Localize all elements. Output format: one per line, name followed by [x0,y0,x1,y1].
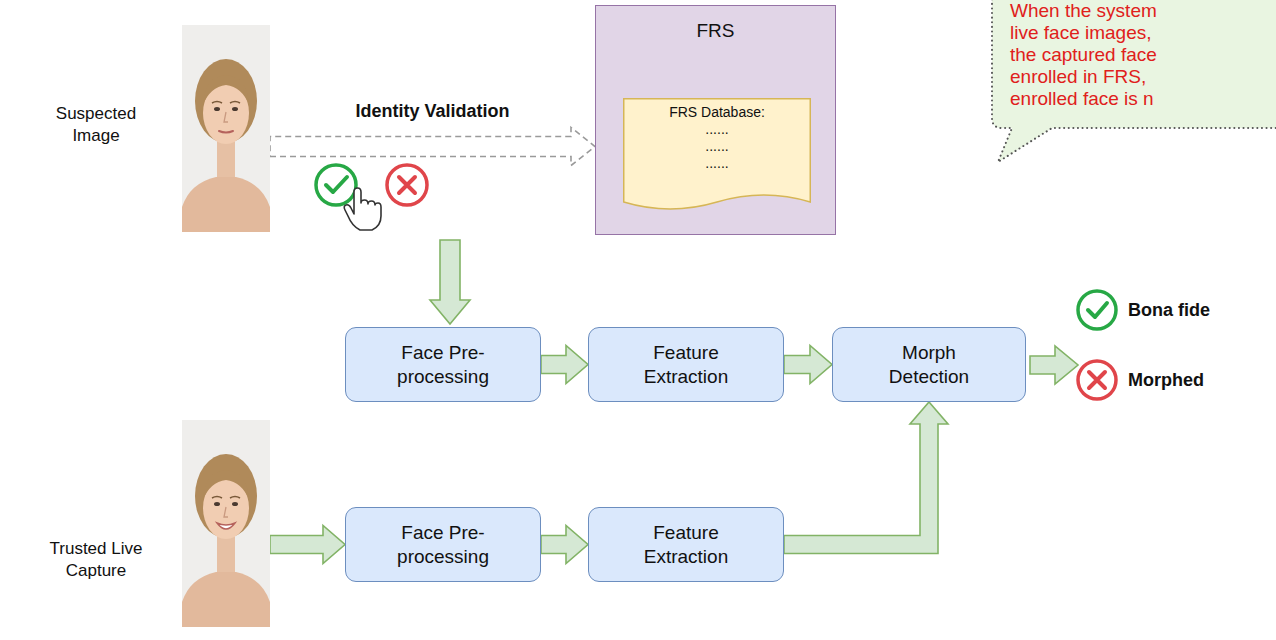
face-photo: Suspected Image [40,25,270,232]
photo-ground [182,420,270,627]
node-title: Face Pre-processing [397,341,489,387]
cross-mark [399,177,415,193]
edge-label: Identity Validation [355,100,509,121]
valid-icon [316,165,356,205]
document-outline [624,99,811,209]
face-eye [214,502,220,506]
process-box: Face Pre-processing [345,327,541,402]
face-shoulders [182,572,270,627]
face-nose [224,507,228,517]
face-eye [214,107,220,111]
face-eye [232,107,238,111]
flow-arrow [784,402,948,554]
node-title: Feature Extraction [644,521,728,567]
node-text: ...... [623,138,811,155]
cross-circle [387,165,427,205]
bona-fide-icon [1078,291,1116,329]
node-title: Suspected Image [40,103,152,147]
node-text: enrolled in FRS, [990,66,1276,88]
flow-arrow [1030,346,1078,384]
node-title: Morph Detection [889,341,969,387]
process-box: Feature Extraction [588,327,784,402]
node-title: Trusted Live Capture [40,538,152,582]
face-fringe [203,470,249,500]
node-text: live face images, [990,22,1276,44]
outcome-label: Morphed [1128,370,1204,391]
callout-bubble: When the systemlive face images,the capt… [990,0,1276,165]
node-title: Feature Extraction [644,341,728,387]
node-text: When the system [990,0,1276,22]
flow-arrow [430,240,470,324]
check-circle [1078,291,1116,329]
check-circle [316,165,356,205]
process-box: Face Pre-processing [345,507,541,582]
face-illustration [182,420,270,627]
database-document: FRS Database:.................. [623,98,811,216]
process-box: Feature Extraction [588,507,784,582]
invalid-icon [387,165,427,205]
face-photo: Trusted Live Capture [40,420,270,627]
node-title: Face Pre-processing [397,521,489,567]
node-text: ...... [623,155,811,172]
flow-arrow [541,526,588,564]
flow-arrow [270,526,345,564]
face-mouth [217,523,235,529]
face-hair [195,59,257,143]
photo-ground [182,25,270,232]
node-title: FRS [596,6,835,42]
face-neck [217,140,235,182]
morphed-icon [1078,361,1116,399]
face-hair [195,454,257,538]
face-nose [224,112,228,122]
face-neck [217,535,235,577]
face-illustration [182,25,270,232]
face-eye [232,502,238,506]
outcome-label: Bona fide [1128,300,1210,321]
face-mouth [219,131,233,133]
cross-circle [1078,361,1116,399]
check-mark [326,177,347,192]
hand-cursor [344,188,381,230]
cross-mark [1089,372,1105,388]
node-title: FRS Database: [623,98,811,121]
face-shoulders [182,177,270,232]
face-fringe [203,75,249,105]
node-text: the captured face [990,44,1276,66]
flow-arrow [541,346,588,384]
flow-arrow [784,346,832,384]
flow-arrow [270,128,595,166]
face-brows [212,102,240,104]
node-text: ...... [623,121,811,138]
process-box: Morph Detection [832,327,1026,402]
check-mark [1088,303,1107,317]
face-brows [212,497,240,499]
node-text: enrolled face is n [990,88,1276,110]
system-box: FRS FRS Database:.................. [595,5,836,235]
